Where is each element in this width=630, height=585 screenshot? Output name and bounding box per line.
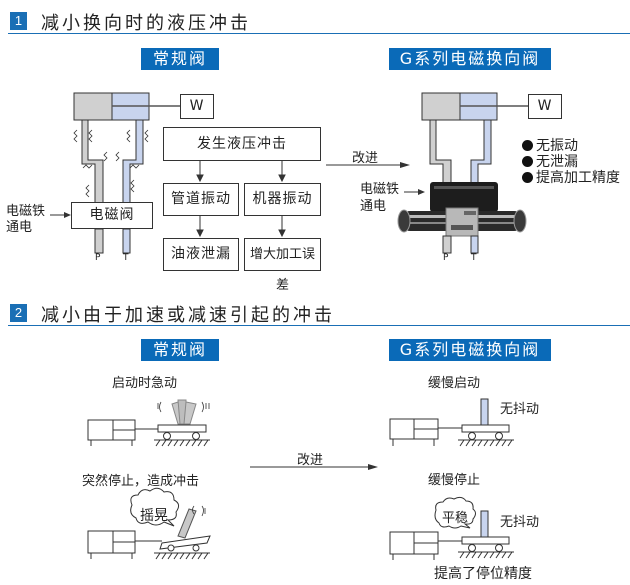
s2-stable-bubble-cloud (434, 496, 476, 529)
section-1-title: 减小换向时的液压冲击 (41, 13, 251, 34)
section-1-header: 1 减小换向时的液压冲击 (8, 8, 630, 34)
flow-oil-leak: 油液泄漏 (163, 238, 239, 271)
s1-left-port-p: P (95, 253, 101, 263)
s1-left-solenoid-arrow (50, 212, 71, 218)
s1-improve-arrow (326, 162, 410, 168)
s1-right-pipe-t-lower (470, 235, 479, 254)
benefit-text: 无振动 (536, 138, 578, 154)
s2-stable-bubble-text: 平稳 (442, 511, 469, 526)
s2-g-series-valve-tag: G系列电磁换向阀 (389, 339, 551, 361)
s1-right-port-t: T (471, 253, 477, 263)
s2-improve-label: 改进 (297, 453, 324, 468)
s2-right-start-load (480, 398, 489, 426)
s2-left-stop-cart (154, 535, 211, 560)
section-2-title: 减小由于加速或减速引起的冲击 (41, 305, 335, 326)
s1-g-series-valve-tag: G系列电磁换向阀 (389, 48, 551, 70)
s2-left-stop-cylinder (87, 530, 162, 559)
section-2-header: 2 减小由于加速或减速引起的冲击 (8, 300, 630, 326)
s1-right-pipe-p (429, 119, 452, 186)
s2-right-start-cart (458, 424, 514, 447)
s1-solenoid-valve-box: 电磁阀 (71, 202, 153, 229)
s1-conventional-valve-tag: 常规阀 (141, 48, 219, 70)
benefit-item: 提高加工精度 (522, 167, 620, 187)
s1-right-port-p: P (443, 253, 449, 263)
s2-right-stop-cylinder (389, 531, 462, 560)
flow-machine-vibration: 机器振动 (244, 183, 321, 216)
s2-left-start-cart (154, 424, 210, 447)
s2-precision-caption: 提高了停位精度 (434, 566, 532, 582)
s2-right-stop-load (480, 510, 489, 538)
s1-right-pipe-p-lower (442, 235, 452, 254)
s2-right-start-caption: 缓慢启动 (428, 376, 481, 391)
s2-improve-arrow (250, 464, 378, 470)
s2-conventional-valve-tag: 常规阀 (141, 339, 219, 361)
benefit-item: 无泄漏 (522, 151, 578, 171)
section-1-number: 1 (10, 12, 27, 30)
s2-right-start-no-shake: 无抖动 (500, 402, 540, 417)
flow-machining-error: 增大加工误差 (244, 238, 321, 293)
s1-left-pipe-t-lower (122, 228, 131, 254)
s1-weight-label-left: W (189, 98, 205, 114)
s1-flow-arrows (196, 161, 286, 238)
s1-weight-box-right: W (528, 94, 562, 119)
bullet-icon (522, 156, 533, 167)
s1-weight-label-right: W (537, 98, 553, 114)
s1-weight-box-left: W (180, 94, 214, 119)
s1-right-cylinder (421, 92, 528, 121)
bullet-icon (522, 140, 533, 151)
s2-shake-bubble-text: 摇晃 (140, 508, 168, 524)
s2-right-start-cylinder (389, 418, 462, 446)
s1-left-pipe-p-lower (94, 228, 104, 254)
s1-improve-label: 改进 (352, 151, 379, 166)
flow-hydraulic-shock: 发生液压冲击 (163, 127, 321, 161)
flow-pipe-vibration: 管道振动 (163, 183, 239, 216)
s1-left-cylinder (73, 92, 180, 121)
s1-left-solenoid-label-1: 电磁铁 (6, 204, 46, 219)
bullet-icon (522, 172, 533, 183)
s1-vibration-marks (73, 129, 149, 198)
s2-left-stop-tilted-load (177, 505, 206, 539)
benefit-text: 无泄漏 (536, 154, 578, 170)
s2-right-stop-caption: 缓慢停止 (428, 473, 481, 488)
s2-right-stop-cart (458, 536, 514, 559)
s2-left-start-cylinder (87, 419, 158, 446)
s1-right-solenoid-label-1: 电磁铁 (360, 182, 400, 197)
benefit-item: 无振动 (522, 135, 578, 155)
s2-shake-bubble-cloud (130, 487, 180, 527)
s1-right-pipe-t (470, 119, 492, 186)
s2-left-start-caption: 启动时急动 (112, 376, 178, 391)
s1-right-solenoid-label-2: 通电 (360, 199, 387, 214)
section-2-number: 2 (10, 304, 27, 322)
s2-left-stop-caption: 突然停止，造成冲击 (82, 474, 200, 489)
s1-left-solenoid-label-2: 通电 (6, 220, 33, 235)
benefit-text: 提高加工精度 (536, 170, 620, 186)
s1-g-series-valve-body (397, 182, 527, 237)
s1-right-solenoid-arrow (404, 189, 425, 195)
s2-right-stop-no-shake: 无抖动 (500, 515, 540, 530)
s2-left-start-jolt (157, 399, 210, 425)
s1-left-port-t: T (123, 253, 129, 263)
